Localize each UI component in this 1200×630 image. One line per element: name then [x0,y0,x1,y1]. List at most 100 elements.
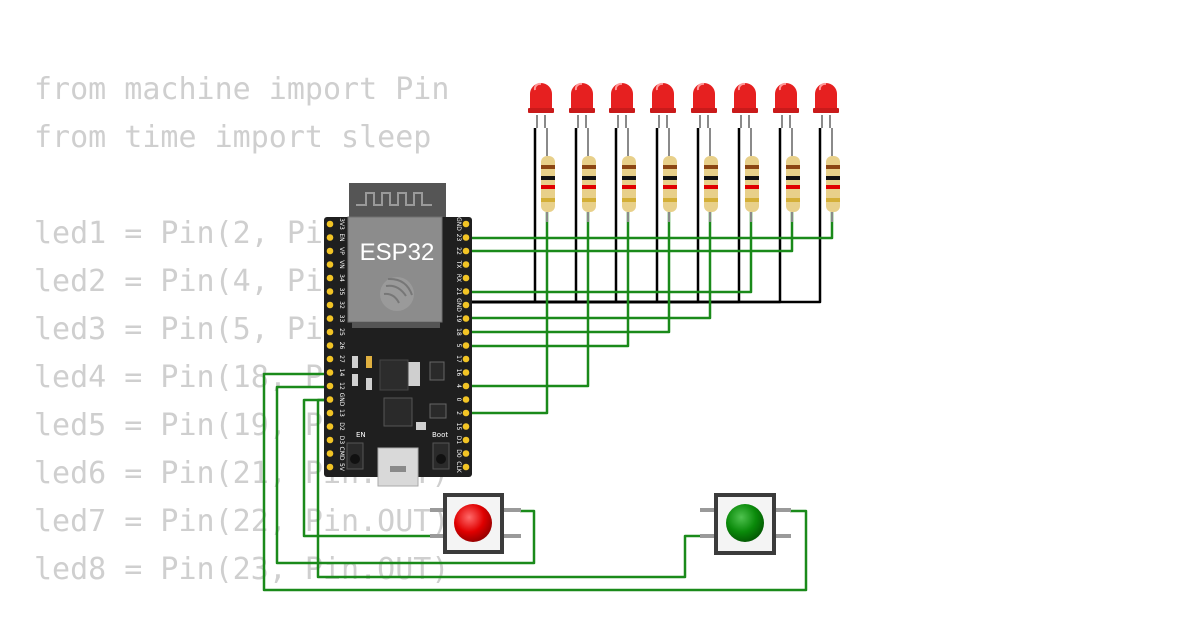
pin-hole[interactable] [326,369,334,376]
resistor[interactable] [745,128,759,222]
pin-hole[interactable] [462,355,470,363]
pin-label: 22 [455,247,462,255]
pin-hole[interactable] [462,450,470,457]
pin-label: 27 [338,355,345,363]
pin-hole[interactable] [326,315,334,322]
pin-hole[interactable] [326,436,334,444]
leds [528,82,839,128]
pin-hole[interactable] [326,396,334,403]
pin-label: 14 [338,369,345,377]
pin-hole[interactable] [326,301,334,309]
resistor[interactable] [622,128,636,222]
pin-label: 34 [338,274,345,282]
wire [466,212,590,388]
pin-label: 3V3 [338,218,345,230]
pin-hole[interactable] [326,328,334,336]
pin-hole[interactable] [462,328,470,336]
pin-hole[interactable] [462,382,470,390]
red-button-cap [454,504,492,542]
pin-hole[interactable] [462,315,470,322]
boot-button-label: Boot [432,431,448,439]
pin-hole[interactable] [326,342,334,349]
resistor[interactable] [704,128,718,222]
pin-label: 32 [338,301,345,309]
pin-label: D1 [455,436,462,445]
wire [466,212,630,348]
pin-hole[interactable] [326,450,334,457]
pin-hole[interactable] [462,423,470,430]
pin-hole[interactable] [462,288,470,295]
pin-label: 4 [455,384,462,388]
code-line: led8 = Pin(23, Pin.OUT) [34,552,450,587]
pin-hole[interactable] [462,220,470,228]
wire [466,212,712,320]
pin-hole[interactable] [462,247,470,255]
pin-label: 19 [455,315,462,323]
pin-hole[interactable] [326,288,334,295]
pin-label: CMD [338,447,345,461]
en-button[interactable] [346,442,364,470]
wire [316,398,702,579]
pin-label: 0 [455,398,462,402]
pushbutton-red[interactable] [430,493,521,554]
pin-hole[interactable] [462,436,470,444]
pin-label: 25 [338,328,345,336]
resistor[interactable] [663,128,677,222]
pin-hole[interactable] [326,409,334,417]
wire [466,212,834,240]
resistor[interactable] [541,128,555,222]
pin-hole[interactable] [326,423,334,430]
espressif-logo-icon [380,277,414,311]
wire [275,385,536,565]
pin-label: EN [338,233,345,241]
pin-hole[interactable] [462,301,470,309]
pin-hole[interactable] [462,396,470,403]
pin-hole[interactable] [462,369,470,376]
led-red[interactable] [569,82,595,128]
wire [466,128,700,304]
pin-hole[interactable] [326,274,334,282]
pin-label: 23 [455,234,462,242]
pin-label: D0 [455,449,462,458]
boot-button[interactable] [432,442,450,470]
pin-hole[interactable] [462,261,470,268]
pin-hole[interactable] [326,234,334,241]
pin-label: 17 [455,355,462,363]
led-red[interactable] [528,82,554,128]
led-red[interactable] [609,82,635,128]
pin-label: VP [338,247,345,255]
pin-hole[interactable] [326,382,334,390]
pin-label: GND [455,217,462,231]
pushbutton-green[interactable] [700,493,791,555]
led-red[interactable] [813,82,839,128]
led-red[interactable] [773,82,799,128]
antenna-trace [356,192,432,206]
pin-hole[interactable] [326,355,334,363]
pin-hole[interactable] [462,463,470,471]
pin-hole[interactable] [326,261,334,268]
resistor[interactable] [582,128,596,222]
pin-hole[interactable] [462,274,470,282]
pin-hole[interactable] [462,409,470,417]
pin-label: D3 [338,436,345,445]
pin-hole[interactable] [326,463,334,471]
pin-label: 26 [338,342,345,350]
wire [466,128,822,304]
led-red[interactable] [691,82,717,128]
pin-hole[interactable] [326,247,334,255]
resistor[interactable] [826,128,840,222]
pin-hole[interactable] [326,220,334,228]
led-red[interactable] [732,82,758,128]
led-red[interactable] [650,82,676,128]
pin-label: 15 [455,423,462,431]
pin-hole[interactable] [462,234,470,241]
pin-hole[interactable] [462,342,470,349]
wire [262,372,808,592]
green-button-cap [726,504,764,542]
wires [262,128,834,592]
pin-label: GND [455,298,462,312]
resistor[interactable] [786,128,800,222]
